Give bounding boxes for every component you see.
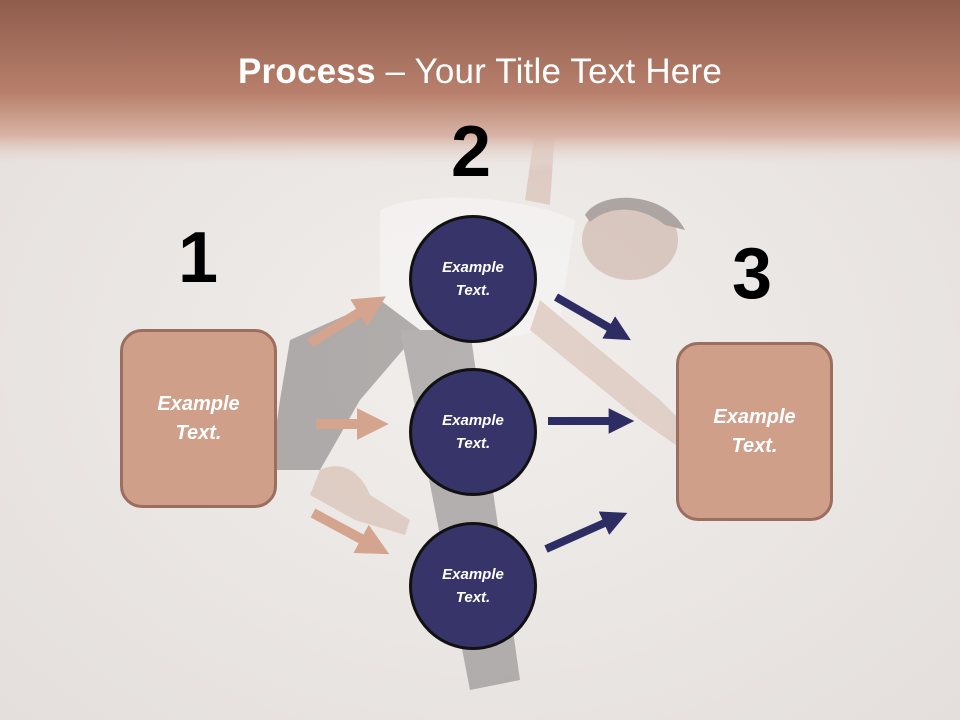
step-number-1: 1 [178,218,219,298]
circle-middle: Example Text. [409,368,537,496]
arrow-left-to-top [307,296,386,348]
circle-bottom: Example Text. [409,522,537,650]
title-rest: – Your Title Text Here [375,52,722,91]
circle-top: Example Text. [409,215,537,343]
step-number-3: 3 [732,234,773,314]
step-number-2: 2 [451,112,492,192]
circle-bottom-label: Example Text. [442,566,504,606]
arrow-bottom-to-right [544,511,628,553]
circle-middle-label: Example Text. [442,412,504,452]
left-box-label: Example Text. [157,392,240,444]
arrow-left-to-bottom [310,508,390,555]
arrow-top-to-right [554,293,631,341]
slide-title: Process – Your Title Text Here [0,52,960,92]
left-box: Example Text. [120,329,277,508]
circle-top-label: Example Text. [442,259,504,299]
right-box: Example Text. [676,342,833,521]
title-bold: Process [238,52,376,91]
right-box-label: Example Text. [713,405,796,457]
